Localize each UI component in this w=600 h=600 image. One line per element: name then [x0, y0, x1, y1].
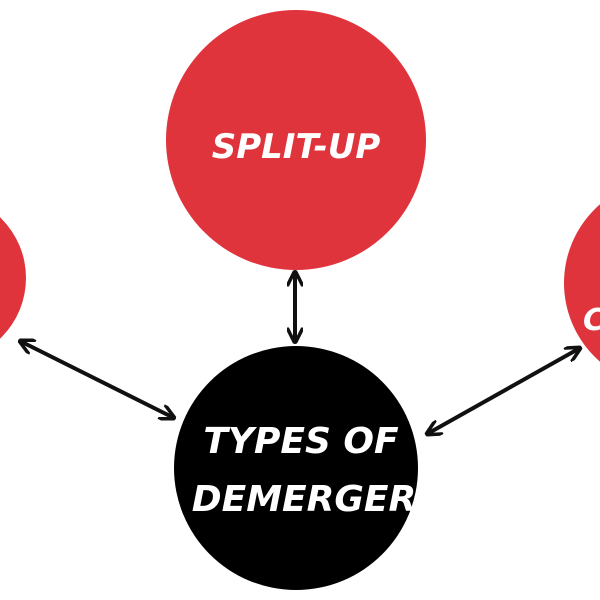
arrow-center-left	[20, 341, 174, 418]
node-right-partial	[564, 204, 600, 362]
node-right-label-fragment: C	[583, 303, 600, 338]
node-center-types-of-demerger	[174, 346, 418, 590]
node-left-partial	[0, 217, 26, 339]
node-center-label-line1: TYPES OF	[203, 421, 399, 462]
arrow-center-right	[427, 348, 580, 434]
node-top-split-up	[166, 10, 426, 270]
node-top-label: SPLIT-UP	[212, 127, 381, 167]
node-center-label-line2: DEMERGER	[192, 479, 416, 520]
